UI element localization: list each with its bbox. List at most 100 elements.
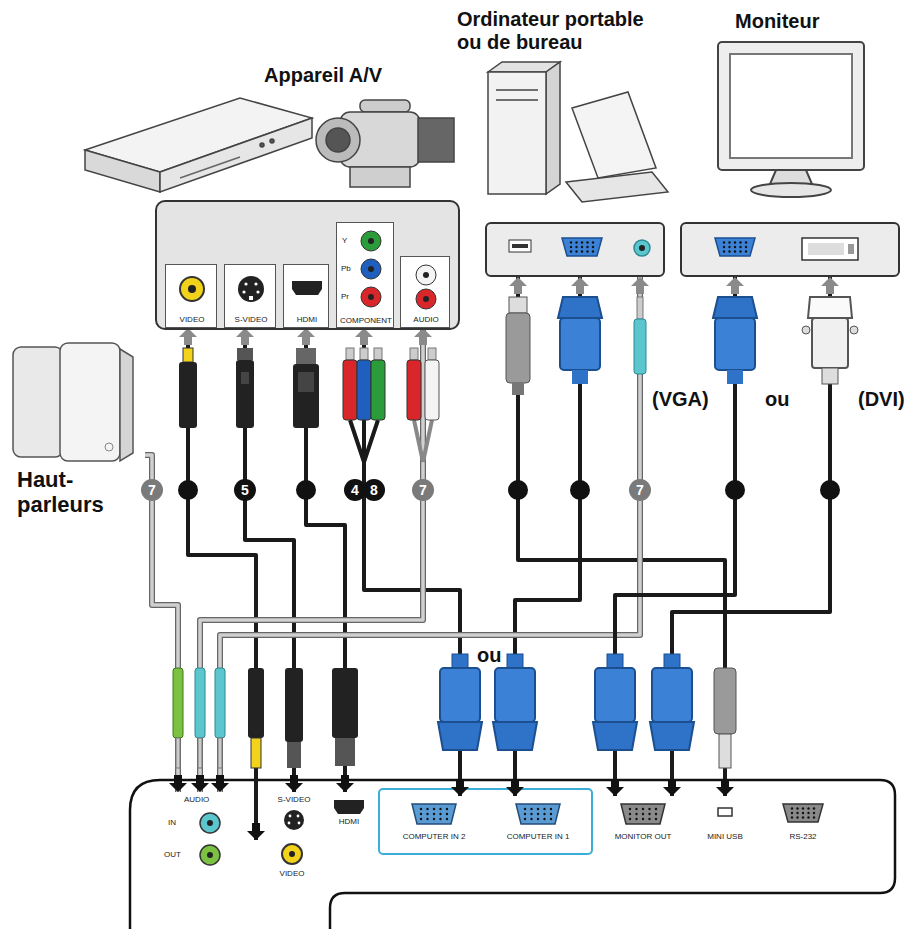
component-plugs xyxy=(343,348,385,462)
audio-port-icon xyxy=(416,289,436,309)
usb-plug xyxy=(714,668,736,734)
cable xyxy=(145,455,178,792)
audio-jack-plug xyxy=(634,319,646,374)
arrowhead xyxy=(726,277,744,294)
serial-port-icon xyxy=(807,816,809,818)
camcorder xyxy=(418,118,454,162)
desktop-tower xyxy=(488,72,546,194)
arrowhead xyxy=(297,328,315,345)
component-plugs xyxy=(346,348,354,360)
vga-plug xyxy=(650,654,694,750)
audio-port: AUDIOINOUT xyxy=(160,792,236,874)
port-label: VIDEO xyxy=(280,869,305,878)
port-label: COMPONENT xyxy=(340,316,392,325)
dvi-plug xyxy=(850,326,858,334)
component-port-icon xyxy=(368,238,374,244)
arrowhead xyxy=(414,328,432,345)
serial-port-icon xyxy=(802,812,804,814)
component-plugs xyxy=(360,348,368,360)
device-panel: Appareil A/VVIDEOS-VIDEOHDMIYPbPrCOMPONE… xyxy=(155,200,460,330)
serial-port-icon xyxy=(807,812,809,814)
vga-port-icon xyxy=(648,818,650,820)
vga-port-icon xyxy=(524,813,526,815)
port-label: RS-232 xyxy=(789,832,816,841)
device-panel-icon xyxy=(734,250,736,252)
device-panel-icon xyxy=(509,240,531,252)
vga-plug xyxy=(713,297,757,318)
vga-port-icon xyxy=(433,813,435,815)
cable xyxy=(188,328,256,840)
desktop-tower xyxy=(496,99,538,101)
device-panel-icon xyxy=(734,241,736,243)
port-label: S-VIDEO xyxy=(235,315,268,324)
rca-plug xyxy=(248,668,264,768)
device-panel-icon xyxy=(592,246,594,248)
audio-port-icon xyxy=(160,792,236,874)
device-panel-icon xyxy=(728,250,730,252)
monitor xyxy=(718,42,864,197)
dvi-plug xyxy=(808,297,852,318)
port-label: HDMI xyxy=(339,817,359,826)
vga-port-icon xyxy=(621,804,665,824)
port-label: Y xyxy=(342,236,347,245)
vga-port-icon xyxy=(550,808,552,810)
audio-jack-plug xyxy=(218,738,222,768)
port-label: IN xyxy=(168,818,176,827)
vga-port-icon xyxy=(530,808,532,810)
s-video-plug xyxy=(285,668,303,768)
audio-rca-plugs xyxy=(407,348,439,462)
serial-port-icon xyxy=(807,807,809,809)
device-panel-icon xyxy=(581,241,583,243)
vga-port: COMPUTER IN 1 xyxy=(488,796,588,846)
vga-port-icon xyxy=(524,808,526,810)
vga-port-icon xyxy=(537,818,539,820)
video-port-icon xyxy=(289,851,295,857)
arrowhead xyxy=(631,277,649,294)
desktop-tower xyxy=(546,62,560,194)
vga-port-icon xyxy=(426,813,428,815)
serial-port-icon xyxy=(813,812,815,814)
audio-jack-plug xyxy=(634,297,646,374)
speakers-icon xyxy=(13,347,63,457)
s-video-port-icon xyxy=(256,290,259,293)
arrowhead xyxy=(506,779,524,796)
usb-plug xyxy=(509,297,527,313)
vga-port-icon xyxy=(642,818,644,820)
port-label: COMPUTER IN 2 xyxy=(403,832,466,841)
vga-port-icon xyxy=(426,818,428,820)
camcorder xyxy=(350,167,410,187)
vga-plug xyxy=(572,370,588,384)
vga-port-icon xyxy=(439,808,441,810)
serial-port-icon xyxy=(791,816,793,818)
arrowhead xyxy=(285,775,303,792)
vga-plug xyxy=(558,297,602,384)
camcorder xyxy=(316,118,360,162)
cable xyxy=(145,455,187,792)
audio-port-icon xyxy=(200,845,220,865)
device-panel-icon xyxy=(586,250,588,252)
s-video-port-icon xyxy=(238,276,264,302)
device-panel-icon xyxy=(575,246,577,248)
device-panel-icon xyxy=(848,244,854,254)
note-label: ou xyxy=(765,388,789,411)
audio-port-icon xyxy=(200,813,220,833)
cable xyxy=(236,328,303,792)
vga-port-icon xyxy=(635,813,637,815)
vga-port-icon xyxy=(420,813,422,815)
arrowhead xyxy=(169,775,187,792)
serial-port-icon xyxy=(791,812,793,814)
component-plugs xyxy=(357,360,371,420)
device-panel-icon xyxy=(592,250,594,252)
vga-port-icon xyxy=(433,808,435,810)
arrowhead xyxy=(179,328,197,345)
device-heading: Ordinateur portable ou de bureau xyxy=(457,8,657,54)
device-panel-icon xyxy=(802,238,858,260)
vga-port-icon xyxy=(543,818,545,820)
usb-port: MINI USB xyxy=(702,796,748,846)
callout-dot xyxy=(725,480,745,500)
serial-port-icon xyxy=(796,807,798,809)
vga-port-icon xyxy=(642,813,644,815)
vga-port-icon xyxy=(629,808,631,810)
device-panel-icon xyxy=(575,241,577,243)
